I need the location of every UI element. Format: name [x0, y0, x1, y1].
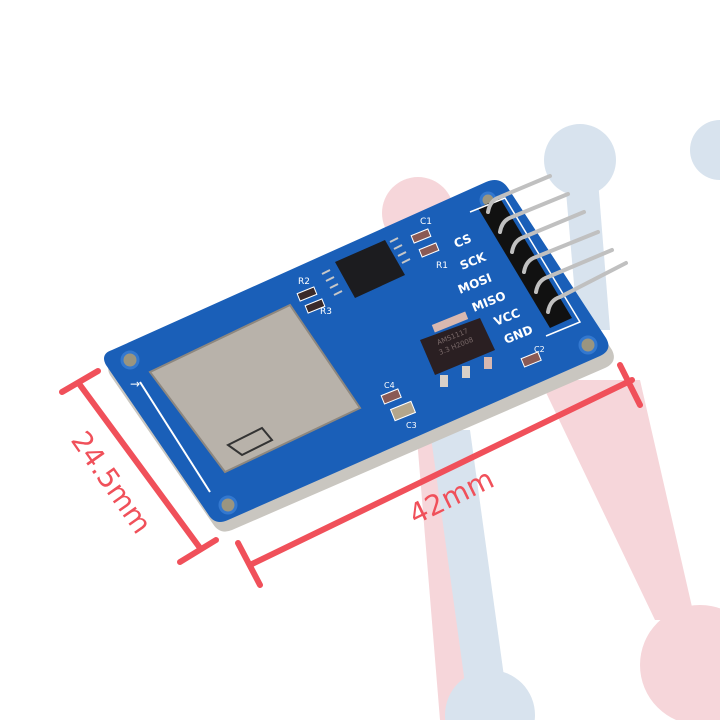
voltage-regulator: AMS1117 3.3 H2008	[420, 311, 495, 387]
smd-components: R2 R3 C1 R1 C4 C3 C2	[296, 217, 545, 430]
height-dimension-label: 24.5mm	[64, 425, 158, 540]
r2-label: R2	[298, 277, 310, 287]
c1-label: C1	[420, 217, 432, 227]
c3-label: C3	[406, 421, 417, 430]
dimension-markers	[59, 362, 643, 588]
c4-label: C4	[384, 381, 395, 390]
width-dimension-line	[247, 377, 635, 568]
sd-card-slot: →	[130, 303, 362, 493]
height-dimension-line	[77, 382, 203, 551]
pin-header	[469, 174, 628, 337]
r3-label: R3	[320, 307, 332, 317]
ic-chip	[321, 237, 411, 298]
pin-label-cs: CS	[452, 231, 474, 251]
insert-arrow-icon: →	[130, 377, 140, 391]
c2-label: C2	[534, 345, 545, 354]
r1-label: R1	[436, 261, 448, 271]
